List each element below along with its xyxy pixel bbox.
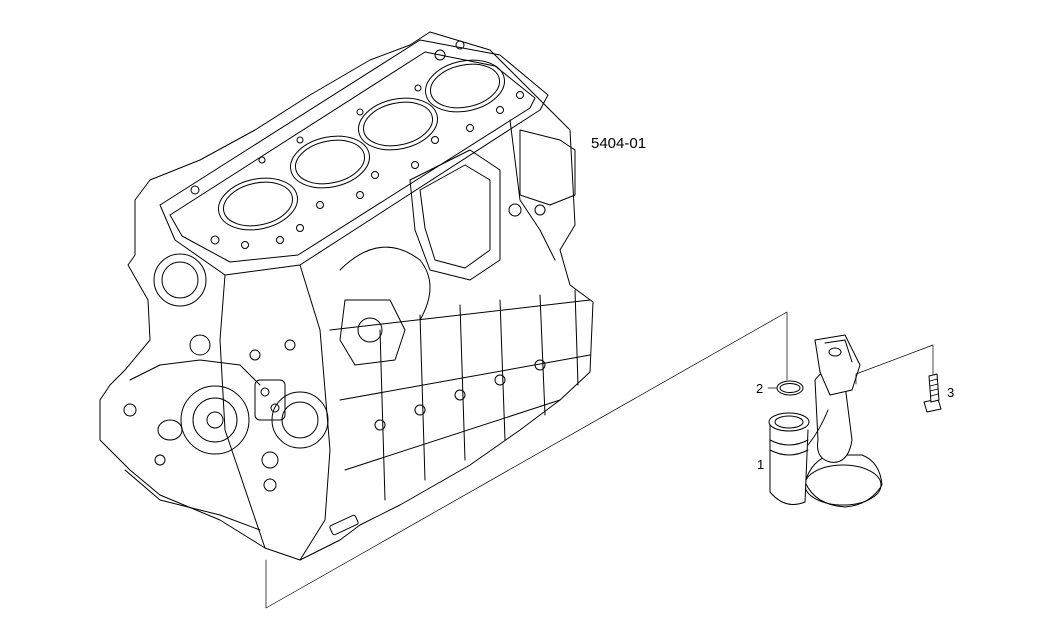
group-code-label: 5404-01 <box>591 135 646 152</box>
callout-1: 1 <box>757 457 764 472</box>
callout-3: 3 <box>947 385 954 400</box>
o-ring-drawing <box>776 380 804 396</box>
pickup-tube-drawing <box>768 334 883 508</box>
bolt-drawing <box>923 373 942 413</box>
callout-2: 2 <box>756 381 763 396</box>
engine-block-drawing <box>99 31 594 561</box>
leader-lines <box>265 311 934 609</box>
